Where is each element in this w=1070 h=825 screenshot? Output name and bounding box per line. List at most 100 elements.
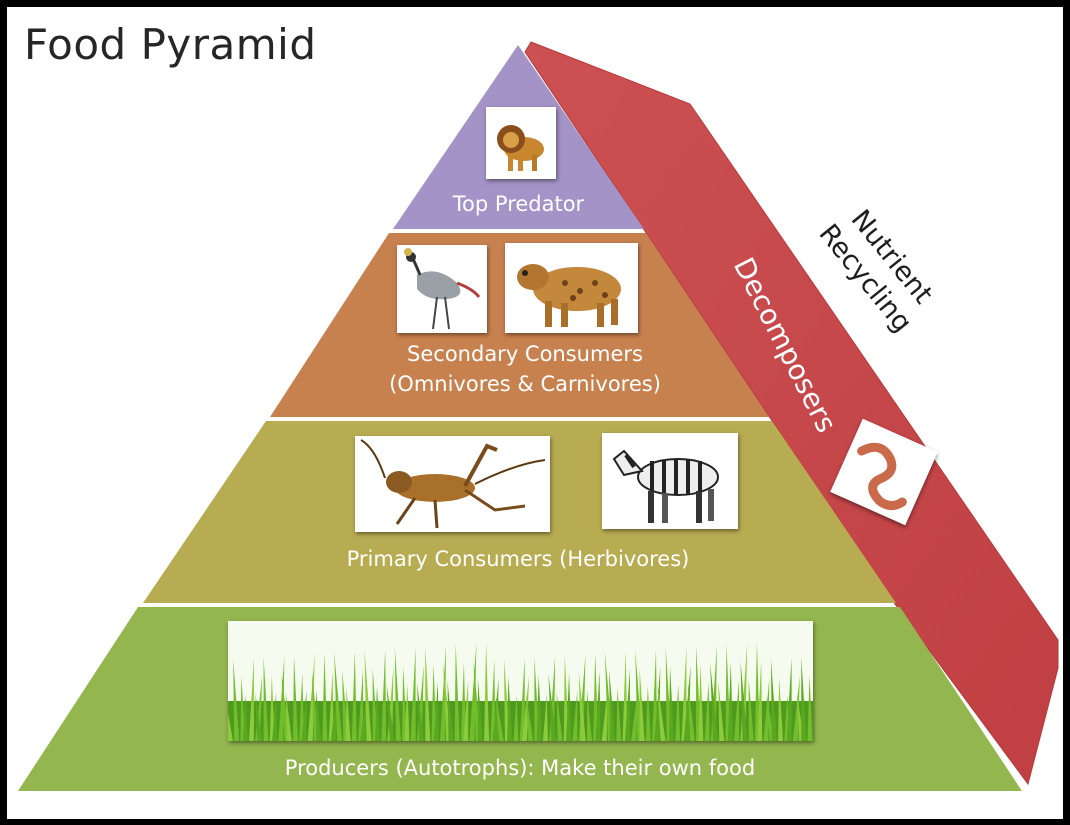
grass-blade	[394, 648, 401, 741]
zebra-image	[602, 433, 738, 529]
grass-blade	[404, 684, 410, 741]
grass-blade	[748, 679, 754, 741]
secondary-consumers-label-line1: Secondary Consumers	[407, 342, 643, 366]
grass-blade	[322, 653, 328, 741]
grass-blade	[242, 695, 248, 741]
primary-consumers-label: Primary Consumers (Herbivores)	[346, 547, 690, 571]
grass-blade	[718, 681, 725, 741]
grass-blade	[375, 686, 380, 741]
grass-blade	[364, 650, 372, 741]
grass-blade	[757, 660, 763, 741]
cricket-image	[355, 436, 550, 532]
grass-blade	[285, 692, 292, 741]
grass-blade	[526, 694, 534, 741]
grass-blade	[572, 691, 578, 741]
grass-blade	[358, 669, 363, 741]
hyena-icon	[505, 243, 638, 333]
grass-blade	[386, 685, 395, 741]
hyena-image	[505, 243, 638, 333]
decomposers-band	[524, 41, 1059, 786]
secondary-consumers-label-line2: (Omnivores & Carnivores)	[389, 372, 661, 396]
grass-blade	[522, 676, 529, 741]
grass-blade	[345, 688, 351, 741]
grass-blade	[801, 657, 807, 741]
producers-label: Producers (Autotrophs): Make their own f…	[284, 756, 756, 780]
page-title: Food Pyramid	[24, 20, 317, 69]
grass-blade	[604, 652, 613, 741]
grass-blade	[330, 689, 337, 741]
grass-blade	[469, 643, 477, 741]
earthworm-icon	[830, 418, 938, 526]
grass-blade	[556, 692, 563, 741]
grass-blade	[763, 678, 770, 741]
grass-blade	[624, 669, 630, 741]
grass-blade	[417, 683, 425, 741]
grass-blade	[255, 694, 263, 741]
grass-blade	[477, 679, 483, 741]
grass-blade	[316, 690, 322, 741]
grass-blade	[460, 662, 466, 741]
grass-blade	[328, 671, 334, 741]
lion-icon	[486, 107, 556, 179]
grass-blade	[595, 671, 601, 741]
grass-blade	[443, 663, 452, 741]
grass-blade	[578, 672, 586, 741]
grass-blade	[601, 689, 608, 741]
grass-blade	[490, 660, 496, 741]
grass-blade	[263, 657, 269, 741]
grass-blade	[513, 695, 519, 741]
grass-blade	[792, 676, 800, 741]
grass-blade	[645, 686, 651, 741]
grass-blade	[454, 644, 460, 741]
grass-blade	[519, 658, 525, 741]
grass-blade	[652, 649, 657, 741]
grass-blade	[372, 668, 378, 741]
grass-icon	[228, 621, 813, 741]
grass-blade	[433, 682, 439, 741]
grass-blade	[307, 654, 315, 741]
zebra-icon	[602, 433, 738, 529]
grass-blade	[669, 666, 674, 741]
grass-blade	[778, 677, 784, 741]
grass-blade	[675, 684, 681, 741]
grass-blade	[631, 687, 639, 741]
grass-blade	[654, 667, 661, 741]
grass-blade	[616, 688, 622, 741]
grass-blade	[507, 677, 513, 741]
grass-blade	[228, 712, 233, 741]
grass-blade	[740, 661, 748, 741]
grass-blade	[687, 683, 695, 741]
grass-blade	[770, 659, 777, 741]
grass-blade	[381, 649, 387, 741]
grass-blade	[548, 674, 557, 741]
grass-blade	[495, 696, 504, 741]
grass-blade	[734, 680, 739, 741]
grass-blade	[704, 682, 710, 741]
crowned-crane-icon	[397, 245, 487, 333]
grass-blade	[248, 658, 254, 741]
grass-blade	[727, 662, 733, 741]
grass-blade	[536, 675, 542, 741]
grass-blade	[657, 685, 666, 741]
grass-blade	[416, 665, 424, 741]
grass-blade	[710, 663, 719, 741]
grass-blade	[639, 668, 645, 741]
grass-blade	[681, 647, 687, 741]
grass-blade	[360, 687, 368, 741]
grass-blade	[492, 678, 499, 741]
grass-blade	[683, 665, 691, 741]
cricket-icon	[355, 436, 550, 532]
grass-blade	[807, 675, 813, 741]
grass-blade	[299, 673, 305, 741]
crowned-crane-image	[397, 245, 487, 333]
grass-blade	[278, 656, 285, 741]
grass-blade	[484, 642, 490, 741]
grass-blade	[272, 693, 278, 741]
grass-blade	[542, 693, 548, 741]
lion-image	[486, 107, 556, 179]
grass-blade	[425, 646, 431, 741]
grass-blade	[786, 658, 792, 741]
grass-blade	[440, 645, 446, 741]
grass-blade	[622, 651, 628, 741]
grass-blade	[587, 690, 592, 741]
